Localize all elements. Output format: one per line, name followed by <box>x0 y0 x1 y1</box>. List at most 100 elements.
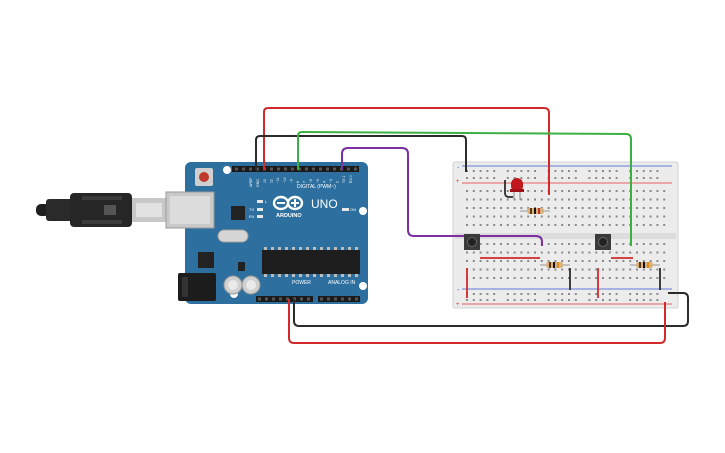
breadboard[interactable]: + - + - <box>452 161 679 309</box>
breadboard-hole <box>656 190 659 192</box>
breadboard-hole <box>588 277 591 279</box>
breadboard-hole <box>466 260 468 262</box>
breadboard-hole <box>534 198 536 201</box>
header-pin <box>265 297 268 301</box>
breadboard-hole <box>602 299 604 301</box>
resistor-icon[interactable] <box>540 262 570 268</box>
breadboard-hole <box>602 198 604 201</box>
breadboard-hole <box>568 293 570 295</box>
breadboard-hole <box>636 268 638 271</box>
breadboard-hole <box>602 268 604 271</box>
wire-black-bottom[interactable] <box>293 292 689 327</box>
breadboard-hole <box>554 277 557 279</box>
breadboard-hole <box>608 299 611 301</box>
breadboard-hole <box>602 224 604 226</box>
breadboard-hole <box>649 198 652 201</box>
breadboard-hole <box>581 277 584 279</box>
led-black-wire[interactable] <box>504 180 513 198</box>
breadboard-hole <box>608 260 611 262</box>
breadboard-hole <box>500 215 502 218</box>
breadboard-hole <box>642 198 645 201</box>
breadboard-hole <box>574 207 577 209</box>
breadboard-hole <box>500 224 502 226</box>
breadboard-hole <box>506 198 509 201</box>
breadboard-hole <box>506 207 509 209</box>
header-pin <box>258 297 261 301</box>
breadboard-hole <box>636 170 638 172</box>
breadboard-hole <box>636 251 638 254</box>
breadboard-hole <box>500 268 502 271</box>
breadboard-hole <box>513 293 516 295</box>
breadboard-hole <box>493 299 496 301</box>
breadboard-hole <box>506 293 509 295</box>
pushbutton-icon[interactable] <box>464 234 480 250</box>
chip-pin <box>320 274 323 277</box>
breadboard-hole <box>656 277 659 279</box>
rail-plus-top: + <box>456 179 460 185</box>
breadboard-hole <box>493 268 496 271</box>
led-icon[interactable] <box>510 178 524 200</box>
breadboard-hole <box>513 268 516 271</box>
chip-pin <box>285 247 288 250</box>
pushbutton-icon[interactable] <box>595 234 611 250</box>
breadboard-hole <box>472 260 475 262</box>
breadboard-hole <box>534 177 536 179</box>
digital-pin-label: ~5 <box>316 179 320 183</box>
breadboard-hole <box>656 293 659 295</box>
breadboard-hole <box>547 268 550 271</box>
resistor-icon[interactable] <box>520 208 550 214</box>
chip-pin <box>348 247 351 250</box>
breadboard-hole <box>554 251 557 254</box>
header-pin <box>333 167 336 171</box>
wire-red-bottom[interactable] <box>288 299 666 344</box>
breadboard-hole <box>547 215 550 218</box>
breadboard-hole <box>527 198 530 201</box>
digital-pin-label: 2 <box>336 181 340 183</box>
breadboard-hole <box>602 177 604 179</box>
breadboard-hole <box>588 224 591 226</box>
breadboard-hole <box>568 268 570 271</box>
resistor-icon[interactable] <box>630 262 660 268</box>
breadboard-hole <box>615 170 618 172</box>
breadboard-hole <box>568 207 570 209</box>
analog-header[interactable] <box>318 296 360 302</box>
breadboard-hole <box>500 260 502 262</box>
breadboard-hole <box>581 224 584 226</box>
breadboard-hole <box>561 190 564 192</box>
breadboard-hole <box>472 207 475 209</box>
arduino-logo-icon <box>272 195 304 211</box>
breadboard-hole <box>595 293 598 295</box>
breadboard-hole <box>472 190 475 192</box>
wire-green[interactable] <box>297 130 632 246</box>
breadboard-hole <box>472 198 475 201</box>
l-label: L <box>265 199 268 204</box>
chip-pin <box>341 247 344 250</box>
breadboard-hole <box>493 207 496 209</box>
breadboard-hole <box>608 198 611 201</box>
breadboard-hole <box>466 177 468 179</box>
breadboard-hole <box>622 198 625 201</box>
breadboard-hole <box>561 251 564 254</box>
breadboard-hole <box>642 243 645 245</box>
rx-label: RX <box>249 214 255 219</box>
header-pin <box>286 297 289 301</box>
breadboard-hole <box>479 243 482 245</box>
wire-red-top[interactable] <box>263 107 550 195</box>
power-header[interactable] <box>256 296 313 302</box>
breadboard-hole <box>656 224 659 226</box>
breadboard-hole <box>656 243 659 245</box>
usb-cable-icon[interactable] <box>36 193 166 227</box>
wire-black-top[interactable] <box>255 135 467 172</box>
breadboard-hole <box>615 277 618 279</box>
breadboard-hole <box>486 277 489 279</box>
breadboard-hole <box>615 260 618 262</box>
breadboard-hole <box>615 207 618 209</box>
wire-purple[interactable] <box>341 147 543 246</box>
breadboard-hole <box>554 299 557 301</box>
breadboard-hole <box>479 170 482 172</box>
breadboard-hole <box>602 260 604 262</box>
digital-header[interactable] <box>232 166 359 172</box>
breadboard-hole <box>574 293 577 295</box>
header-pin <box>277 167 280 171</box>
